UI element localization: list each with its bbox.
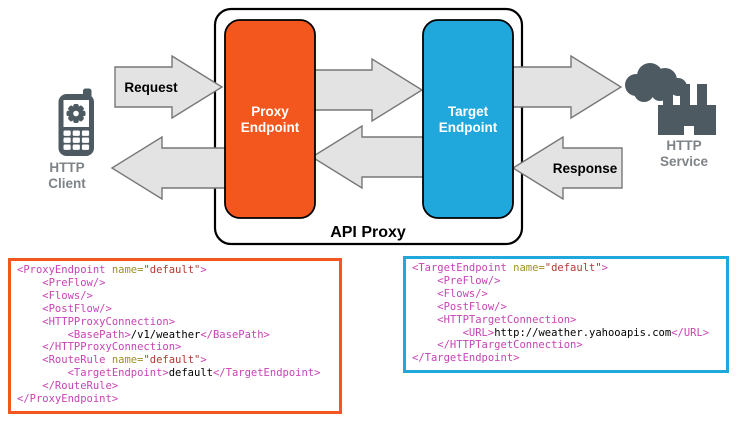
proxy-endpoint-code-block: <ProxyEndpoint name="default"> <PreFlow/… — [8, 258, 342, 414]
http-client-icon — [58, 88, 94, 156]
api-proxy-label: API Proxy — [330, 224, 406, 241]
proxy-to-target-arrow — [311, 57, 424, 123]
factory-door-notch — [684, 126, 694, 135]
request-label: Request — [124, 80, 178, 95]
code-line: <HTTPTargetConnection> — [412, 313, 577, 326]
code-line: <HTTPProxyConnection> — [17, 315, 176, 328]
smoke-cloud-icon — [625, 63, 687, 102]
architecture-diagram: Request Response Proxy Endpoint Target E… — [48, 7, 716, 246]
http-service-label-line1: HTTP — [666, 138, 701, 153]
factory-chimney — [680, 84, 690, 108]
phone-key — [72, 130, 80, 136]
phone-key — [72, 144, 80, 150]
code-line: <TargetEndpoint>default</TargetEndpoint> — [17, 367, 321, 380]
gear-hole — [73, 110, 79, 117]
target-to-service-arrow — [505, 54, 623, 120]
code-line: <TargetEndpoint name="default"> — [412, 262, 608, 274]
code-line: <URL>http://weather.yahooapis.com</URL> — [412, 326, 710, 339]
phone-keypad — [63, 130, 90, 150]
response-arrow — [511, 135, 623, 201]
smoke-puff — [634, 82, 654, 102]
http-service-label-line2: Service — [660, 154, 709, 169]
target-endpoint-code-block: <TargetEndpoint name="default"> <PreFlow… — [403, 256, 729, 373]
factory-chimney — [697, 84, 707, 108]
code-line: </HTTPTargetConnection> — [412, 339, 583, 352]
code-line: </RouteRule> — [17, 380, 119, 393]
request-arrow — [114, 54, 224, 120]
phone-key — [63, 130, 71, 136]
phone-key — [81, 144, 90, 150]
target-to-proxy-arrow — [310, 124, 429, 190]
code-line: <Flows/> — [412, 287, 488, 300]
http-service-icon — [625, 63, 716, 135]
smoke-puff — [651, 83, 669, 101]
http-client-label-line1: HTTP — [49, 160, 84, 175]
target-endpoint-box — [422, 19, 514, 219]
phone-key — [81, 130, 90, 136]
http-client-label-line2: Client — [48, 176, 86, 191]
code-line: <BasePath>/v1/weather</BasePath> — [17, 328, 270, 341]
code-line: <RouteRule name="default"> — [17, 354, 207, 367]
gear-icon — [66, 104, 86, 123]
code-line: <PostFlow/> — [17, 302, 112, 315]
smoke-puff — [669, 78, 687, 96]
code-line: <PreFlow/> — [17, 276, 106, 289]
code-line: </ProxyEndpoint> — [17, 393, 119, 406]
phone-key — [63, 137, 71, 143]
proxy-endpoint-label-line1: Proxy — [251, 104, 289, 119]
code-line: <Flows/> — [17, 289, 93, 302]
phone-key — [63, 144, 71, 150]
proxy-endpoint-box — [224, 19, 316, 219]
target-endpoint-label-line1: Target — [448, 104, 489, 119]
phone-key — [81, 137, 90, 143]
code-line: </TargetEndpoint> — [412, 352, 520, 365]
target-endpoint-label-line2: Endpoint — [439, 120, 498, 135]
code-line: <ProxyEndpoint name="default"> — [17, 264, 207, 276]
code-line: </HTTPProxyConnection> — [17, 341, 182, 354]
response-label: Response — [553, 161, 618, 176]
code-line: <PreFlow/> — [412, 274, 501, 287]
proxy-to-client-arrow — [110, 135, 236, 201]
proxy-endpoint-label-line2: Endpoint — [241, 120, 300, 135]
code-line: <PostFlow/> — [412, 300, 507, 313]
phone-key — [72, 137, 80, 143]
